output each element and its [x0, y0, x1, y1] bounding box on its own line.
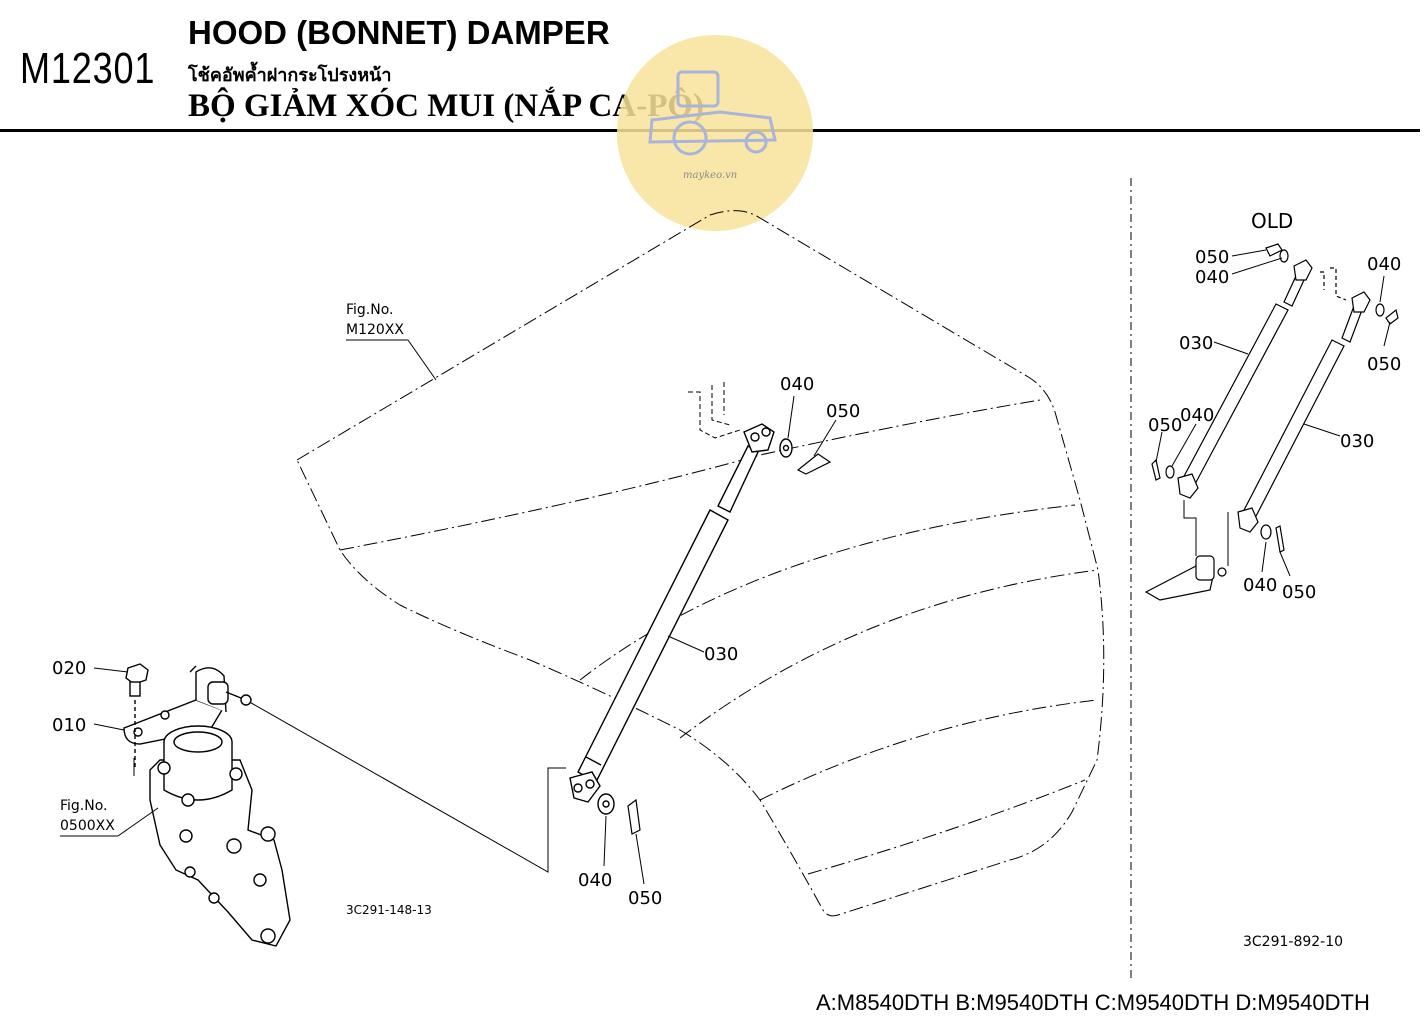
housing-fig-reference: Fig.No. 0500XX: [60, 798, 159, 837]
old-label-040-c: 040: [1180, 405, 1214, 426]
assembly-line: [245, 699, 566, 873]
callouts-old: [1155, 249, 1391, 577]
label-part-050-top: 050: [826, 401, 860, 422]
old-damper-right: [1237, 291, 1371, 533]
label-part-040-bottom: 040: [578, 870, 612, 891]
label-part-030: 030: [704, 644, 738, 665]
old-label-050-a: 050: [1195, 247, 1229, 268]
svg-text:Fig.No.: Fig.No.: [60, 798, 108, 814]
svg-text:M120XX: M120XX: [346, 322, 404, 338]
label-part-010: 010: [52, 715, 86, 736]
washer-040-bottom: [597, 793, 615, 815]
title-vietnamese: BỘ GIẢM XÓC MUI (NẮP CA-PÔ): [188, 88, 705, 124]
old-label-040-b: 040: [1367, 254, 1401, 275]
old-washers-clips: [1151, 243, 1399, 553]
bracket-010: [123, 665, 252, 745]
label-part-050-bottom: 050: [628, 888, 662, 909]
old-label-050-b: 050: [1367, 354, 1401, 375]
svg-text:Fig.No.: Fig.No.: [346, 302, 394, 318]
hood-bracket: [688, 382, 741, 439]
title-english: HOOD (BONNET) DAMPER: [188, 14, 610, 51]
callouts-main: [93, 395, 837, 885]
drawing-code-old: 3C291-892-10: [1243, 934, 1343, 950]
watermark-logo: maykeo.vn: [617, 35, 813, 231]
svg-text:0500XX: 0500XX: [60, 818, 115, 834]
watermark-text: maykeo.vn: [683, 170, 737, 181]
gas-damper-030: [569, 423, 775, 803]
bolt-020: [125, 663, 149, 770]
clip-050-top: [796, 453, 832, 475]
washer-040-top: [779, 438, 793, 458]
old-label-030-b: 030: [1340, 431, 1374, 452]
old-bracket: [1144, 267, 1347, 601]
old-label-050-c: 050: [1148, 415, 1182, 436]
housing-0500: [149, 725, 291, 947]
old-connection-lines: [1183, 500, 1229, 566]
applicable-models: A:M8540DTH B:M9540DTH C:M9540DTH D:M9540…: [816, 990, 1370, 1015]
label-part-020: 020: [52, 658, 86, 679]
old-label-030-a: 030: [1179, 333, 1213, 354]
old-label-040-a: 040: [1195, 267, 1229, 288]
hood-fig-reference: Fig.No. M120XX: [346, 302, 437, 381]
old-label-050-d: 050: [1282, 582, 1316, 603]
old-damper-left: [1177, 259, 1313, 499]
old-label-040-d: 040: [1243, 575, 1277, 596]
clip-050-bottom: [627, 798, 641, 835]
old-view-title: OLD: [1251, 209, 1293, 233]
title-thai: โช้คอัพค้ำฝากระโปรงหน้า: [188, 65, 392, 86]
label-part-040-top: 040: [780, 374, 814, 395]
figure-code: M12301: [20, 44, 156, 93]
drawing-code-main: 3C291-148-13: [346, 903, 432, 917]
